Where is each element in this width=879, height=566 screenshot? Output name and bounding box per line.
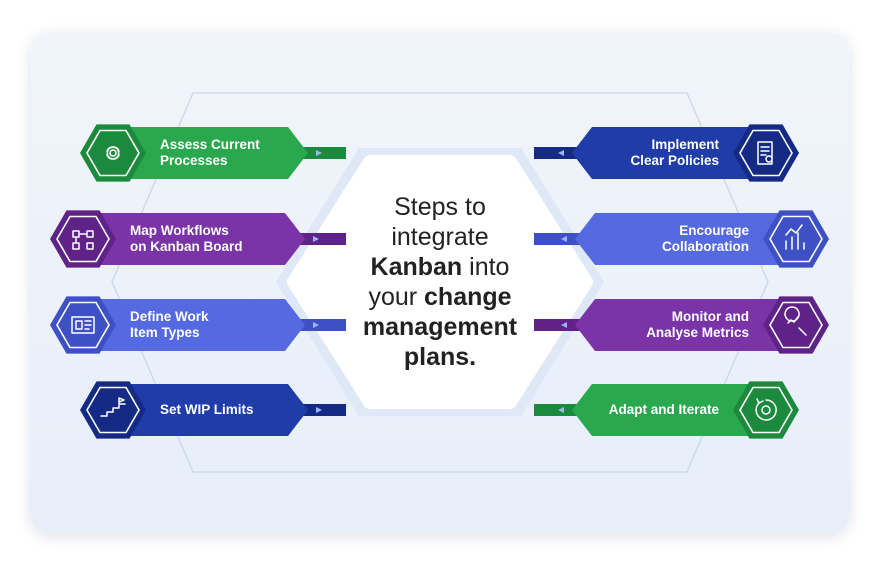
step-collab-arrow — [561, 236, 567, 242]
policy-scroll-icon — [757, 141, 773, 165]
center-title: Steps to integrate Kanban into your chan… — [330, 182, 550, 382]
step-map-icon-ring — [56, 215, 110, 263]
step-adapt-icon-ring — [739, 386, 793, 434]
step-map-label: Map Workflows on Kanban Board — [130, 223, 243, 254]
step-monitor-label: Monitor and Analyse Metrics — [646, 309, 749, 340]
step-map-icon-hexagon — [50, 210, 116, 268]
step-map-arrow — [313, 236, 319, 242]
gear-refresh-icon — [755, 398, 777, 421]
step-define-icon-hexagon — [50, 296, 116, 354]
step-define-icon-ring — [56, 301, 110, 349]
step-monitor-connector — [534, 319, 587, 331]
analytics-magnifier-icon — [784, 306, 807, 336]
step-wip — [80, 381, 346, 439]
step-define — [50, 296, 346, 354]
step-map-banner — [93, 213, 305, 265]
growth-hands-icon — [785, 224, 805, 250]
step-adapt-arrow — [558, 407, 564, 413]
step-monitor — [534, 296, 829, 354]
step-adapt-icon-hexagon — [733, 381, 799, 439]
center-kanban: Kanban — [370, 253, 463, 281]
step-policies-arrow — [558, 150, 564, 156]
workflow-icon — [72, 230, 94, 250]
step-assess-arrow — [316, 150, 322, 156]
step-define-banner — [93, 299, 305, 351]
step-map — [50, 210, 346, 268]
steps-flag-icon — [100, 397, 126, 417]
center-plans: plans. — [403, 343, 477, 371]
step-wip-arrow — [316, 407, 322, 413]
center-line-1: Steps to — [394, 193, 486, 221]
step-policies-icon-ring — [739, 129, 793, 177]
center-line-2: integrate — [391, 223, 489, 251]
step-define-arrow — [313, 322, 319, 328]
step-collab-connector — [534, 233, 587, 245]
step-assess-icon-ring — [86, 129, 140, 177]
step-define-connector — [293, 319, 346, 331]
step-monitor-arrow — [561, 322, 567, 328]
center-change: change — [424, 283, 512, 311]
center-management: management — [362, 313, 518, 341]
outer-hexagon-outline — [111, 92, 769, 473]
step-monitor-banner — [575, 299, 786, 351]
step-map-connector — [293, 233, 346, 245]
step-collab — [534, 210, 829, 268]
step-wip-icon-ring — [86, 386, 140, 434]
center-into: into — [462, 253, 510, 281]
step-monitor-icon-ring — [769, 301, 823, 349]
gears-cycle-icon — [106, 146, 120, 160]
step-policies — [534, 124, 799, 182]
step-adapt-label: Adapt and Iterate — [608, 402, 719, 417]
step-collab-icon-hexagon — [763, 210, 829, 268]
center-hexagon — [287, 155, 593, 409]
step-collab-icon-ring — [769, 215, 823, 263]
blueprint-icon — [71, 316, 95, 334]
step-assess — [80, 124, 346, 182]
step-assess-label: Assess Current Processes — [160, 137, 260, 168]
step-assess-icon-hexagon — [80, 124, 146, 182]
step-wip-label: Set WIP Limits — [160, 402, 254, 417]
step-policies-label: Implement Clear Policies — [630, 137, 719, 168]
step-wip-banner — [123, 384, 308, 436]
steps-layer — [50, 124, 829, 439]
step-adapt-banner — [572, 384, 756, 436]
step-assess-banner — [123, 127, 308, 179]
step-adapt — [534, 381, 799, 439]
step-collab-label: Encourage Collaboration — [662, 223, 749, 254]
step-policies-banner — [572, 127, 756, 179]
step-collab-banner — [575, 213, 786, 265]
step-define-label: Define Work Item Types — [130, 309, 209, 340]
step-policies-icon-hexagon — [733, 124, 799, 182]
center-your: your — [368, 283, 425, 311]
step-monitor-icon-hexagon — [763, 296, 829, 354]
